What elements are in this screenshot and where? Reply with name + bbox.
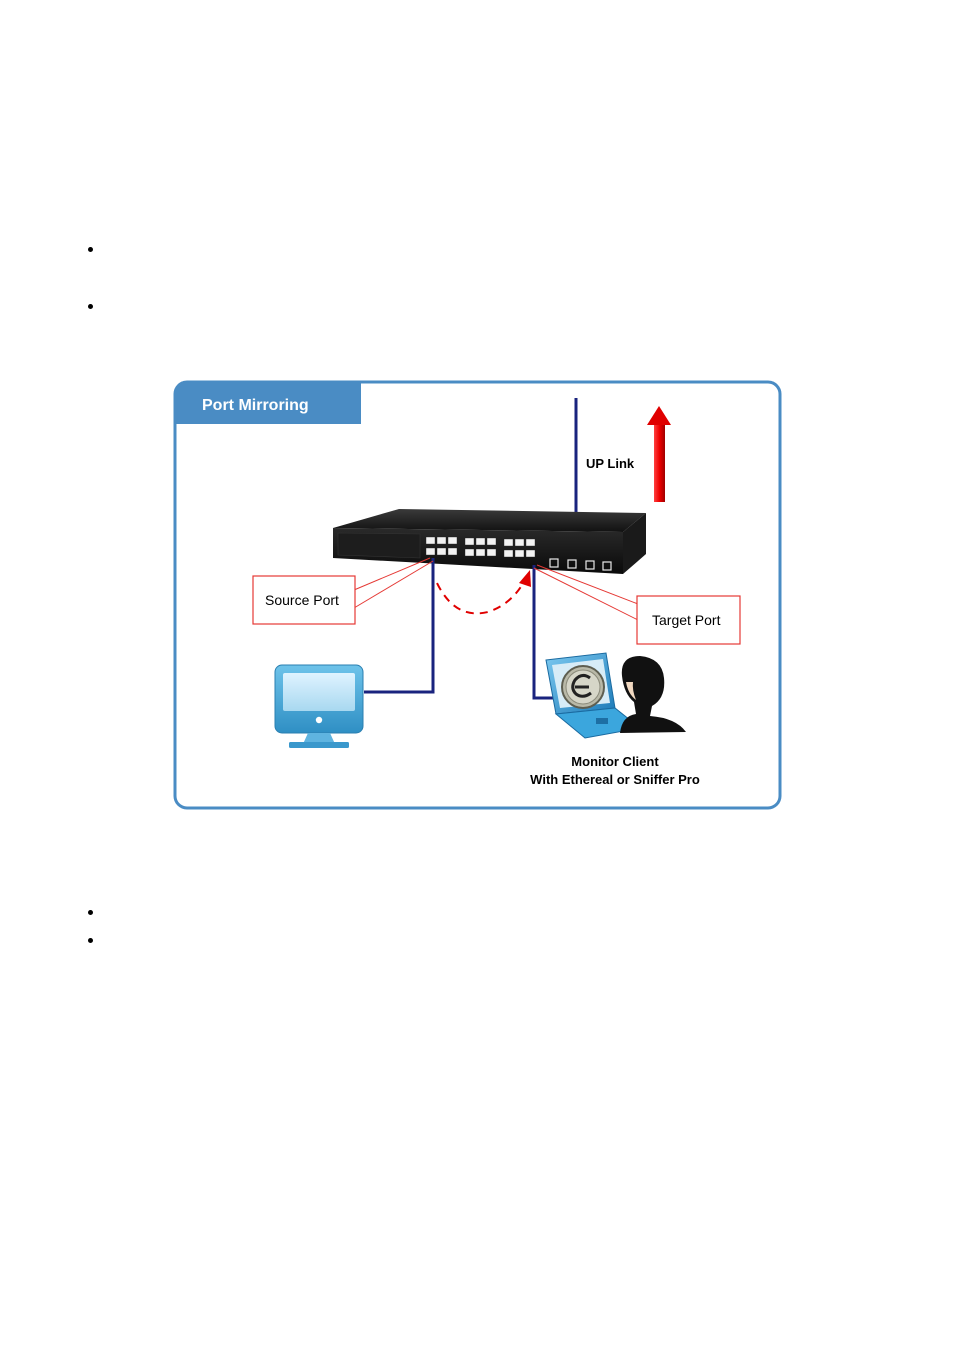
switch-icon (333, 509, 646, 574)
title-tab (175, 382, 361, 424)
bullet-bottom-2 (88, 938, 93, 943)
uplink-label: UP Link (586, 456, 635, 471)
target-link-line (532, 565, 554, 700)
source-port-callout (252, 557, 434, 625)
bullet-bottom-1 (88, 910, 93, 915)
bullet-top-1 (88, 247, 93, 252)
diagram-title: Port Mirroring (202, 397, 309, 414)
user-icon (620, 656, 686, 733)
mirror-arrow (436, 579, 526, 615)
source-link-line (364, 558, 435, 694)
monitor-client-subtitle: With Ethereal or Sniffer Pro (530, 772, 700, 787)
target-port-callout (533, 564, 741, 645)
monitor-client-title: Monitor Client (571, 754, 659, 769)
bullet-top-2 (88, 304, 93, 309)
uplink-arrow-icon (647, 406, 671, 502)
ethereal-logo-icon (561, 665, 605, 709)
target-port-label: Target Port (652, 612, 721, 628)
desktop-computer-icon (274, 664, 364, 748)
source-port-label: Source Port (265, 592, 339, 608)
